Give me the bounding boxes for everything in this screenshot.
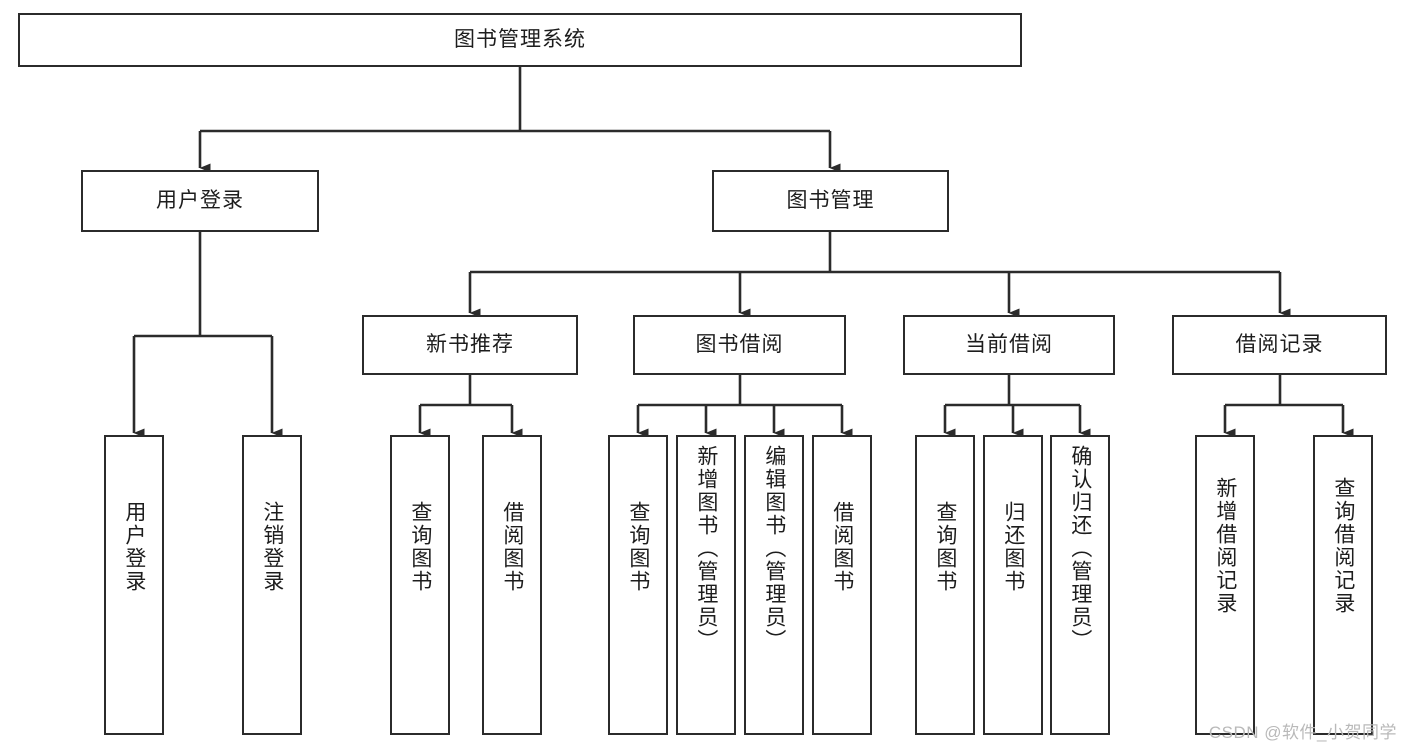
node-leaf-user-logout[interactable]: 注销登录 — [242, 435, 302, 735]
node-leaf-add-book[interactable]: 新增图书（管理员） — [676, 435, 736, 735]
node-leaf-user-logout-label: 注销登录 — [260, 501, 284, 593]
node-leaf-query-book-1[interactable]: 查询图书 — [390, 435, 450, 735]
node-leaf-return-book[interactable]: 归还图书 — [983, 435, 1043, 735]
node-leaf-add-record-label: 新增借阅记录 — [1213, 477, 1237, 615]
node-leaf-add-book-label: 新增图书（管理员） — [694, 445, 718, 652]
node-leaf-query-book-1-label: 查询图书 — [408, 501, 432, 593]
node-leaf-query-record[interactable]: 查询借阅记录 — [1313, 435, 1373, 735]
node-leaf-query-book-3-label: 查询图书 — [933, 501, 957, 593]
node-leaf-edit-book[interactable]: 编辑图书（管理员） — [744, 435, 804, 735]
node-leaf-return-book-label: 归还图书 — [1001, 501, 1025, 593]
node-book-borrow-label: 图书借阅 — [695, 333, 784, 357]
node-leaf-query-book-2[interactable]: 查询图书 — [608, 435, 668, 735]
node-borrow-record[interactable]: 借阅记录 — [1172, 315, 1387, 375]
node-root[interactable]: 图书管理系统 — [18, 13, 1022, 67]
watermark-text: CSDN @软件_小贺同学 — [1208, 723, 1397, 742]
node-user-login[interactable]: 用户登录 — [81, 170, 319, 232]
node-root-label: 图书管理系统 — [454, 28, 586, 52]
node-book-borrow[interactable]: 图书借阅 — [633, 315, 846, 375]
node-leaf-query-record-label: 查询借阅记录 — [1331, 477, 1355, 615]
node-leaf-query-book-2-label: 查询图书 — [626, 501, 650, 593]
node-user-login-label: 用户登录 — [156, 189, 244, 213]
node-leaf-user-login-label: 用户登录 — [122, 501, 146, 593]
node-leaf-borrow-book-1[interactable]: 借阅图书 — [482, 435, 542, 735]
node-current-borrow-label: 当前借阅 — [965, 333, 1053, 357]
node-book-manage-label: 图书管理 — [786, 189, 875, 213]
node-new-book-rec-label: 新书推荐 — [426, 333, 514, 357]
node-leaf-borrow-book-2[interactable]: 借阅图书 — [812, 435, 872, 735]
node-leaf-add-record[interactable]: 新增借阅记录 — [1195, 435, 1255, 735]
node-leaf-edit-book-label: 编辑图书（管理员） — [762, 445, 786, 652]
node-leaf-query-book-3[interactable]: 查询图书 — [915, 435, 975, 735]
node-borrow-record-label: 借阅记录 — [1235, 333, 1324, 357]
node-new-book-rec[interactable]: 新书推荐 — [362, 315, 578, 375]
node-book-manage[interactable]: 图书管理 — [712, 170, 949, 232]
node-leaf-user-login[interactable]: 用户登录 — [104, 435, 164, 735]
node-leaf-confirm-return-label: 确认归还（管理员） — [1068, 445, 1092, 652]
node-current-borrow[interactable]: 当前借阅 — [903, 315, 1115, 375]
node-leaf-confirm-return[interactable]: 确认归还（管理员） — [1050, 435, 1110, 735]
node-leaf-borrow-book-1-label: 借阅图书 — [500, 501, 524, 593]
node-leaf-borrow-book-2-label: 借阅图书 — [830, 501, 854, 593]
